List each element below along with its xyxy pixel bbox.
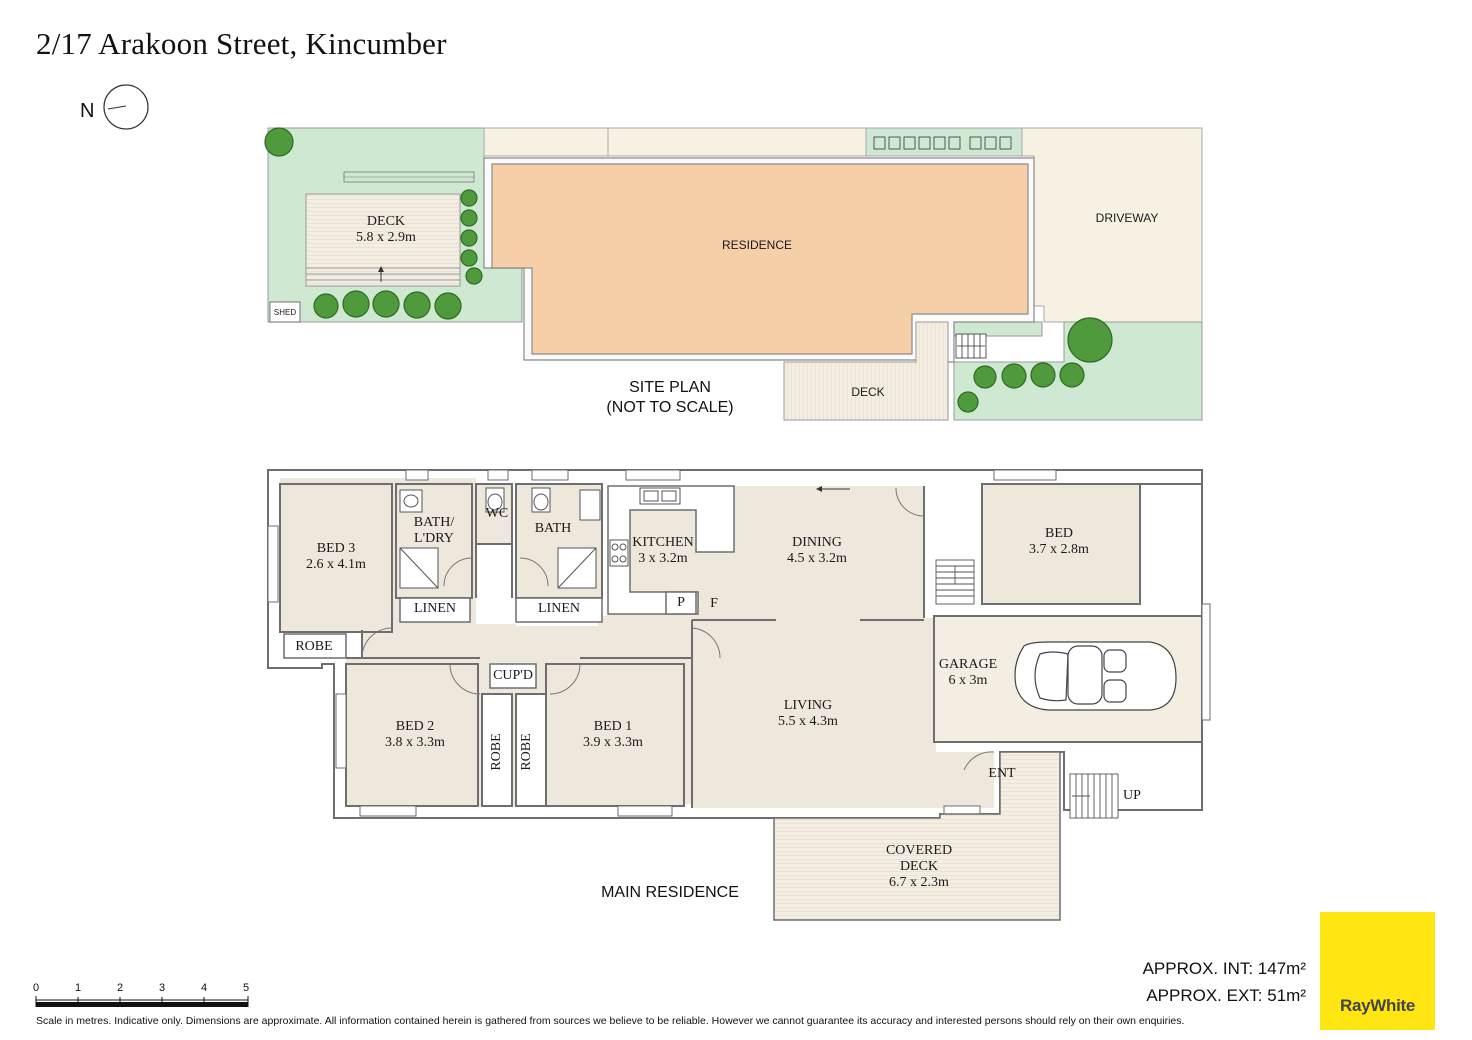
site-plan-heading: SITE PLAN (NOT TO SCALE) bbox=[606, 378, 733, 418]
covered-deck-label: COVERED DECK 6.7 x 2.3m bbox=[886, 843, 952, 891]
garage-name: GARAGE bbox=[938, 657, 998, 672]
cupboard-label: CUP'D bbox=[493, 668, 533, 683]
stairs-up-label: UP bbox=[1123, 788, 1141, 803]
bath-laundry-label: BATH/ L'DRY bbox=[414, 515, 454, 547]
bathroom-fixtures bbox=[399, 487, 601, 589]
fridge-label: F bbox=[710, 596, 718, 611]
linen-2-label: LINEN bbox=[538, 601, 580, 616]
scale-tick-1: 1 bbox=[74, 982, 82, 994]
bath-label: BATH bbox=[534, 521, 572, 536]
north-label: N bbox=[80, 100, 95, 122]
living-name: LIVING bbox=[783, 698, 833, 713]
entry-label: ENT bbox=[988, 766, 1016, 781]
site-deck-front bbox=[783, 321, 949, 421]
scale-bar bbox=[35, 996, 249, 1007]
bed2-name: BED 2 bbox=[395, 719, 435, 734]
site-shed bbox=[269, 301, 301, 323]
room-bed2 bbox=[345, 663, 479, 807]
scale-bar-labels: 0 1 2 3 4 5 bbox=[30, 982, 260, 1012]
dining-label: DINING 4.5 x 3.2m bbox=[787, 535, 847, 567]
scale-tick-2: 2 bbox=[116, 982, 124, 994]
bed4-size: 3.7 x 2.8m bbox=[1029, 542, 1089, 557]
site-deck-back-name: DECK bbox=[366, 214, 406, 229]
site-stairs bbox=[955, 333, 987, 359]
pantry-label: P bbox=[677, 595, 685, 610]
internal-area: APPROX. INT: 147m² bbox=[1142, 959, 1306, 978]
linen-1 bbox=[399, 597, 471, 623]
bed4-name: BED bbox=[1044, 526, 1073, 541]
site-plan-heading-line2: (NOT TO SCALE) bbox=[606, 399, 734, 416]
main-residence-plan bbox=[267, 469, 1211, 921]
scale-tick-4: 4 bbox=[200, 982, 208, 994]
bed1-size: 3.9 x 3.3m bbox=[583, 735, 643, 750]
site-plan-heading-line1: SITE PLAN bbox=[629, 379, 711, 396]
covered-deck bbox=[773, 751, 1061, 921]
robe-bed1-label: ROBE bbox=[519, 733, 534, 771]
room-bed4 bbox=[981, 483, 1141, 605]
scale-tick-5: 5 bbox=[242, 982, 250, 994]
site-residence-label: RESIDENCE bbox=[721, 238, 793, 252]
door-swings bbox=[361, 487, 995, 771]
bed1-label: BED 1 3.9 x 3.3m bbox=[583, 719, 643, 751]
site-deck-back-label: DECK 5.8 x 2.9m bbox=[356, 214, 416, 246]
site-deck-front-label: DECK bbox=[851, 385, 885, 399]
site-deck-back-size: 5.8 x 2.9m bbox=[356, 230, 416, 245]
site-pavers bbox=[873, 136, 1012, 150]
bed3-size: 2.6 x 4.1m bbox=[306, 557, 366, 572]
living-size: 5.5 x 4.3m bbox=[778, 714, 838, 729]
covered-deck-size: 6.7 x 2.3m bbox=[889, 875, 949, 890]
robe-bed3 bbox=[283, 633, 347, 659]
living-label: LIVING 5.5 x 4.3m bbox=[778, 698, 838, 730]
robe-bed3-label: ROBE bbox=[295, 639, 333, 654]
car-icon bbox=[1014, 641, 1177, 711]
bed3-label: BED 3 2.6 x 4.1m bbox=[306, 541, 366, 573]
site-plan bbox=[264, 127, 1203, 421]
scale-tick-0: 0 bbox=[32, 982, 40, 994]
cupboard bbox=[489, 663, 537, 689]
site-residence bbox=[491, 163, 1029, 355]
dining-name: DINING bbox=[792, 535, 842, 550]
page-title: 2/17 Arakoon Street, Kincumber bbox=[36, 26, 447, 61]
garage-label: GARAGE 6 x 3m bbox=[939, 657, 997, 689]
linen-2 bbox=[515, 597, 603, 623]
covered-deck-name-2: DECK bbox=[899, 859, 939, 874]
robe-bed1 bbox=[515, 693, 547, 807]
wc-label: WC bbox=[485, 506, 509, 521]
kitchen-label: KITCHEN 3 x 3.2m bbox=[632, 535, 693, 567]
covered-deck-name-1: COVERED bbox=[885, 843, 953, 858]
robe-bed2 bbox=[481, 693, 513, 807]
logo-text: RayWhite bbox=[1339, 996, 1416, 1015]
bed2-size: 3.8 x 3.3m bbox=[385, 735, 445, 750]
kitchen-sink bbox=[639, 487, 681, 505]
external-area: APPROX. EXT: 51m² bbox=[1146, 986, 1306, 1005]
bath-laundry-line1: BATH/ bbox=[413, 515, 455, 530]
garage-size: 6 x 3m bbox=[948, 673, 988, 688]
disclaimer-text: Scale in metres. Indicative only. Dimens… bbox=[36, 1015, 1185, 1027]
bath-laundry-line2: L'DRY bbox=[414, 531, 454, 546]
room-bed3 bbox=[279, 483, 393, 633]
north-indicator: N bbox=[78, 84, 158, 134]
kitchen-size: 3 x 3.2m bbox=[638, 551, 688, 566]
raywhite-logo: RayWhite bbox=[1320, 912, 1435, 1030]
cooktop bbox=[609, 539, 629, 567]
bed1-name: BED 1 bbox=[593, 719, 633, 734]
dining-size: 4.5 x 3.2m bbox=[787, 551, 847, 566]
site-driveway-label: DRIVEWAY bbox=[1095, 211, 1159, 225]
bed3-name: BED 3 bbox=[316, 541, 356, 556]
site-driveway bbox=[1021, 127, 1203, 323]
linen-1-label: LINEN bbox=[414, 601, 456, 616]
external-stairs bbox=[1069, 773, 1119, 819]
site-trees bbox=[264, 127, 1113, 413]
robe-bed2-label: ROBE bbox=[489, 733, 504, 771]
internal-stairs bbox=[935, 559, 975, 605]
scale-tick-3: 3 bbox=[158, 982, 166, 994]
kitchen-name: KITCHEN bbox=[632, 535, 694, 550]
north-compass-icon bbox=[103, 84, 149, 130]
pantry bbox=[665, 591, 697, 615]
bed4-label: BED 3.7 x 2.8m bbox=[1029, 526, 1089, 558]
main-residence-heading: MAIN RESIDENCE bbox=[601, 884, 739, 901]
site-shed-label: SHED bbox=[273, 308, 297, 317]
bed2-label: BED 2 3.8 x 3.3m bbox=[385, 719, 445, 751]
